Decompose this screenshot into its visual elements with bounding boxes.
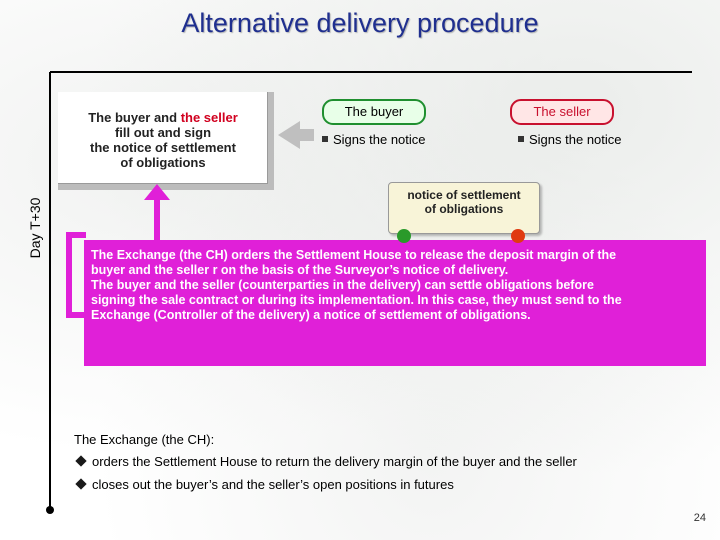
seller-pill: The seller — [510, 99, 614, 125]
top-rule — [50, 71, 692, 73]
seller-bullet: Signs the notice — [518, 132, 622, 147]
page-number: 24 — [693, 512, 706, 524]
left-arrow-icon — [278, 121, 300, 149]
note-line4: of obligations — [120, 155, 206, 170]
page-title: Alternative delivery procedure — [181, 8, 539, 38]
info-line2: buyer and the seller r on the basis of t… — [91, 263, 509, 277]
info-box-text: The Exchange (the CH) orders the Settlem… — [91, 248, 699, 323]
seller-seal-icon — [511, 229, 525, 243]
info-line1: The Exchange (the CH) orders the Settlem… — [91, 248, 617, 262]
notice-scroll: notice of settlement of obligations — [388, 182, 540, 234]
buyer-bullet: Signs the notice — [322, 132, 426, 147]
info-line3: The buyer and the seller (counterparties… — [91, 278, 594, 292]
note-box: The buyer and the seller fill out and si… — [58, 92, 274, 190]
note-line2: fill out and sign — [114, 125, 212, 140]
info-box: The Exchange (the CH) orders the Settlem… — [84, 240, 706, 366]
timeline-line — [49, 72, 51, 510]
square-bullet-icon — [518, 136, 524, 142]
square-bullet-icon — [322, 136, 328, 142]
diamond-bullet-icon — [75, 455, 87, 467]
connector-vertical-left — [66, 232, 72, 318]
exchange-item: closes out the buyer’s and the seller’s … — [74, 477, 454, 492]
scroll-line1: notice of settlement — [407, 188, 521, 202]
buyer-pill: The buyer — [322, 99, 426, 125]
seller-bullet-text: Signs the notice — [529, 132, 622, 147]
note-box-text: The buyer and the seller fill out and si… — [58, 110, 268, 170]
exchange-title: The Exchange (the CH): — [74, 432, 215, 447]
up-arrow-icon — [144, 184, 170, 200]
info-line4: signing the sale contract or during its … — [91, 293, 622, 307]
info-line5: Exchange (Controller of the delivery) a … — [91, 308, 531, 322]
exchange-item-text: orders the Settlement House to return th… — [92, 454, 577, 469]
connector-horizontal-top — [66, 232, 86, 238]
day-label: Day T+30 — [27, 197, 43, 259]
scroll-line2: of obligations — [424, 202, 504, 216]
note-line1-a: The buyer and — [88, 110, 181, 125]
exchange-item: orders the Settlement House to return th… — [74, 454, 577, 469]
left-arrow-body — [298, 129, 314, 141]
buyer-bullet-text: Signs the notice — [333, 132, 426, 147]
exchange-item-text: closes out the buyer’s and the seller’s … — [92, 477, 454, 492]
timeline-end-dot — [46, 506, 54, 514]
diamond-bullet-icon — [75, 478, 87, 490]
buyer-seal-icon — [397, 229, 411, 243]
note-line1-b: the seller — [180, 110, 238, 125]
note-line3: the notice of settlement — [90, 140, 236, 155]
notice-scroll-text: notice of settlement of obligations — [389, 188, 539, 216]
